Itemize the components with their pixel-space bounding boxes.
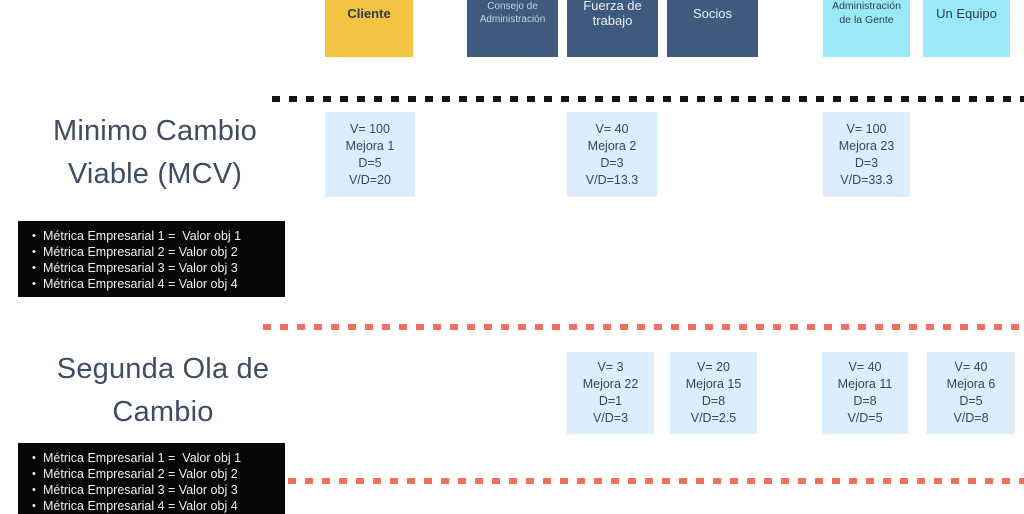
change-card-mejora-6: V= 40 Mejora 6 D=5 V/D=8 [927, 352, 1015, 434]
divider-bottom-dashed-line [288, 478, 1024, 484]
metric-item: Métrica Empresarial 3 = Valor obj 3 [30, 482, 279, 498]
change-card-mejora-22: V= 3 Mejora 22 D=1 V/D=3 [567, 352, 654, 434]
divider-mcv-dashed-line [272, 96, 1024, 102]
column-label: Administración de la Gente [832, 0, 901, 26]
metric-item: Métrica Empresarial 3 = Valor obj 3 [30, 260, 279, 276]
change-card-mejora-23: V= 100 Mejora 23 D=3 V/D=33.3 [823, 112, 910, 197]
column-box-un-equipo: Un Equipo [923, 0, 1010, 57]
column-box-socios: Socios [667, 0, 758, 57]
metrics-panel-segunda-ola: Métrica Empresarial 1 = Valor obj 1 Métr… [18, 443, 285, 514]
section-title-mcv: Minimo Cambio Viable (MCV) [52, 115, 258, 190]
change-card-mejora-11: V= 40 Mejora 11 D=8 V/D=5 [822, 352, 908, 434]
column-box-fuerza-de-trabajo: Fuerza de trabajo [567, 0, 658, 57]
column-label: Consejo de Administración [479, 1, 546, 25]
column-label: Cliente [347, 5, 391, 21]
metric-item: Métrica Empresarial 4 = Valor obj 4 [30, 498, 279, 514]
change-card-mejora-1: V= 100 Mejora 1 D=5 V/D=20 [325, 112, 415, 197]
metric-item: Métrica Empresarial 2 = Valor obj 2 [30, 244, 279, 260]
column-box-consejo-de-administracion: Consejo de Administración [467, 0, 558, 57]
column-label: Socios [692, 5, 733, 21]
divider-segunda-ola-dashed-line [263, 324, 1024, 330]
column-label: Fuerza de trabajo [583, 0, 642, 28]
metric-item: Métrica Empresarial 4 = Valor obj 4 [30, 276, 279, 292]
change-card-mejora-15: V= 20 Mejora 15 D=8 V/D=2.5 [670, 352, 757, 434]
section-title-segunda-ola: Segunda Ola de Cambio [56, 353, 270, 428]
metrics-panel-mcv: Métrica Empresarial 1 = Valor obj 1 Métr… [18, 221, 285, 297]
column-box-administracion-de-la-gente: Administración de la Gente [823, 0, 910, 57]
metric-item: Métrica Empresarial 1 = Valor obj 1 [30, 450, 279, 466]
metric-item: Métrica Empresarial 2 = Valor obj 2 [30, 466, 279, 482]
metric-item: Métrica Empresarial 1 = Valor obj 1 [30, 228, 279, 244]
change-card-mejora-2: V= 40 Mejora 2 D=3 V/D=13.3 [567, 112, 657, 197]
column-label: Un Equipo [936, 5, 997, 21]
column-box-cliente: Cliente [325, 0, 413, 57]
